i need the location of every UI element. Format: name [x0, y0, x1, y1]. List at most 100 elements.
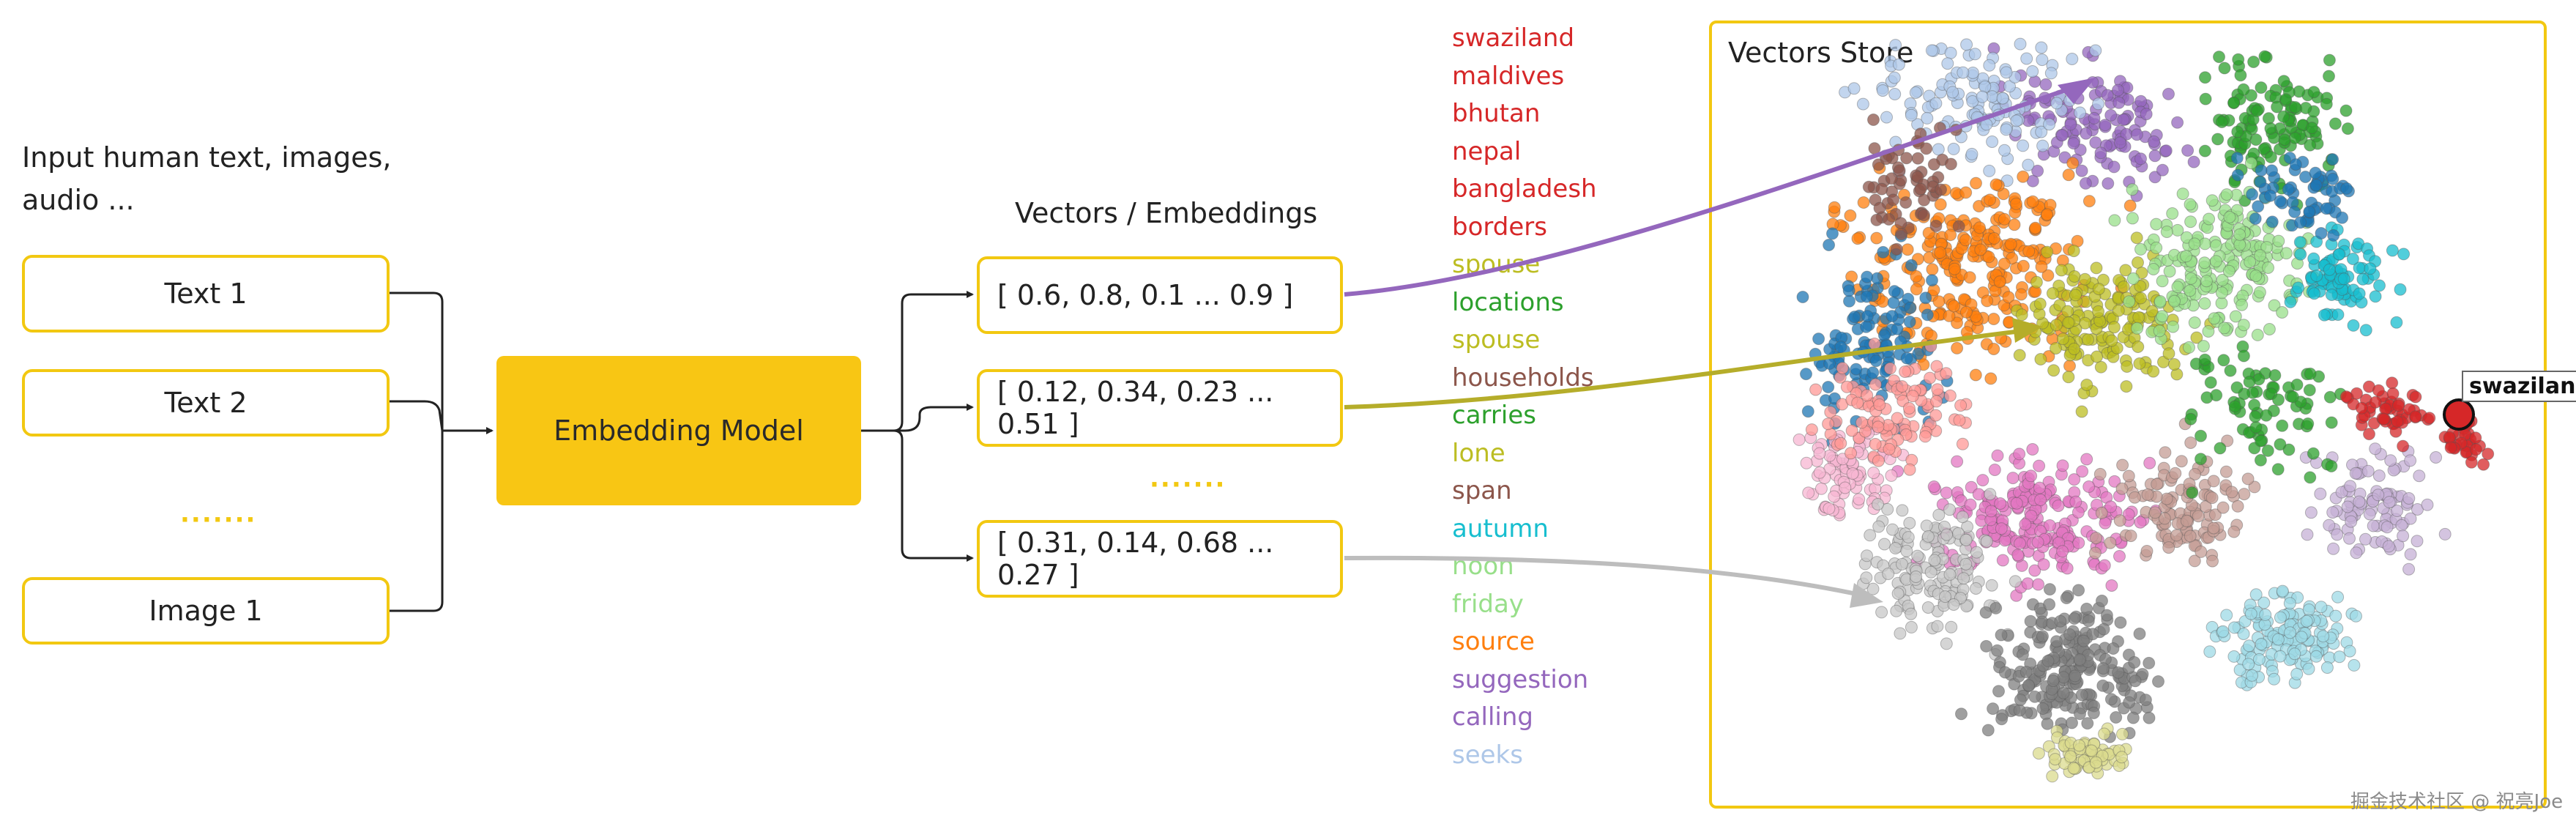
scatter-point: [2295, 631, 2308, 644]
scatter-point: [2105, 334, 2118, 347]
scatter-point: [1890, 604, 1903, 617]
scatter-point: [2409, 410, 2422, 423]
scatter-point: [2022, 679, 2035, 692]
scatter-point: [2350, 387, 2363, 400]
scatter-point: [1972, 488, 1985, 501]
scatter-point: [1987, 232, 2000, 245]
input-image-1-label: Image 1: [149, 595, 263, 627]
scatter-point: [1866, 366, 1880, 379]
scatter-point: [1984, 193, 1996, 207]
scatter-point: [1954, 399, 1968, 412]
scatter-point: [1924, 371, 1937, 385]
scatter-point: [2327, 229, 2340, 242]
scatter-point: [2011, 549, 2025, 562]
scatter-point: [2216, 501, 2230, 514]
scatter-point: [2304, 138, 2317, 152]
scatter-point: [2402, 562, 2416, 576]
scatter-point: [2140, 108, 2153, 121]
scatter-point: [2331, 590, 2345, 603]
scatter-point: [2015, 308, 2028, 322]
scatter-point: [2318, 308, 2331, 322]
scatter-point: [2289, 158, 2302, 171]
scatter-point: [2147, 365, 2160, 378]
scatter-point: [1920, 519, 1933, 532]
scatter-point: [2315, 601, 2328, 614]
scatter-point: [1877, 329, 1891, 342]
word-item: noon: [1452, 551, 1514, 581]
scatter-point: [2021, 577, 2034, 590]
embedding-model-label: Embedding Model: [554, 415, 804, 447]
word-item: locations: [1452, 287, 1564, 317]
scatter-point: [1894, 627, 1907, 640]
scatter-point: [2230, 381, 2244, 394]
scatter-point: [1984, 372, 1998, 385]
scatter-point: [2326, 172, 2339, 185]
scatter-point: [2214, 442, 2227, 455]
scatter-point: [2386, 376, 2399, 390]
scatter-point: [2184, 530, 2197, 543]
scatter-point: [2110, 711, 2123, 724]
scatter-point: [2123, 295, 2136, 308]
scatter-point: [1974, 243, 1987, 256]
scatter-point: [2209, 239, 2222, 252]
scatter-point: [2061, 305, 2074, 318]
scatter-point: [2068, 473, 2081, 486]
scatter-point: [2080, 602, 2093, 615]
scatter-point: [1869, 354, 1883, 368]
scatter-point: [2249, 410, 2262, 423]
scatter-point: [2394, 283, 2407, 296]
scatter-point: [1956, 437, 1969, 450]
scatter-point: [2282, 443, 2296, 456]
scatter-point: [1965, 147, 1978, 160]
scatter-point: [2133, 627, 2146, 640]
scatter-point: [1814, 482, 1828, 495]
scatter-point: [2309, 650, 2323, 663]
scatter-point: [2283, 597, 2296, 610]
scatter-point: [2050, 635, 2063, 648]
scatter-point: [2263, 323, 2276, 335]
scatter-point: [2107, 321, 2121, 334]
scatter-point: [1920, 142, 1933, 155]
scatter-point: [2013, 349, 2026, 362]
scatter-point: [1931, 383, 1944, 396]
scatter-point: [2093, 467, 2107, 480]
scatter-point: [1822, 381, 1835, 393]
scatter-point: [2035, 125, 2048, 138]
scatter-point: [2209, 255, 2222, 268]
scatter-point: [2121, 360, 2134, 373]
scatter-point: [2152, 675, 2164, 688]
scatter-point: [1911, 152, 1924, 165]
scatter-point: [2223, 211, 2236, 223]
scatter-point: [2100, 609, 2113, 622]
scatter-point: [2062, 371, 2075, 384]
scatter-point: [2134, 152, 2147, 166]
scatter-point: [1960, 38, 1973, 51]
scatter-point: [1888, 285, 1901, 298]
scatter-point: [1932, 143, 1945, 156]
scatter-point: [1895, 228, 1908, 241]
scatter-point: [2184, 198, 2197, 211]
scatter-point: [2195, 545, 2208, 558]
scatter-point: [2150, 218, 2163, 231]
scatter-point: [2082, 333, 2095, 346]
scatter-point: [1813, 466, 1826, 479]
scatter-point: [2062, 168, 2075, 182]
scatter-point: [1998, 257, 2011, 270]
scatter-point: [2030, 275, 2043, 289]
scatter-point: [2189, 468, 2201, 480]
scatter-point: [2345, 515, 2358, 528]
scatter-point: [1845, 424, 1858, 437]
scatter-point: [2022, 245, 2036, 258]
scatter-point: [2033, 481, 2046, 494]
scatter-point: [2112, 96, 2126, 109]
scatter-point: [2465, 456, 2478, 469]
scatter-point: [1959, 305, 1973, 319]
scatter-point: [2153, 324, 2166, 338]
scatter-point: [1984, 505, 1998, 518]
scatter-point: [2071, 506, 2085, 519]
scatter-point: [2262, 261, 2274, 274]
scatter-point: [2208, 312, 2221, 325]
vectors-store-title: Vectors Store: [1728, 37, 1914, 69]
scatter-point: [2279, 247, 2293, 260]
